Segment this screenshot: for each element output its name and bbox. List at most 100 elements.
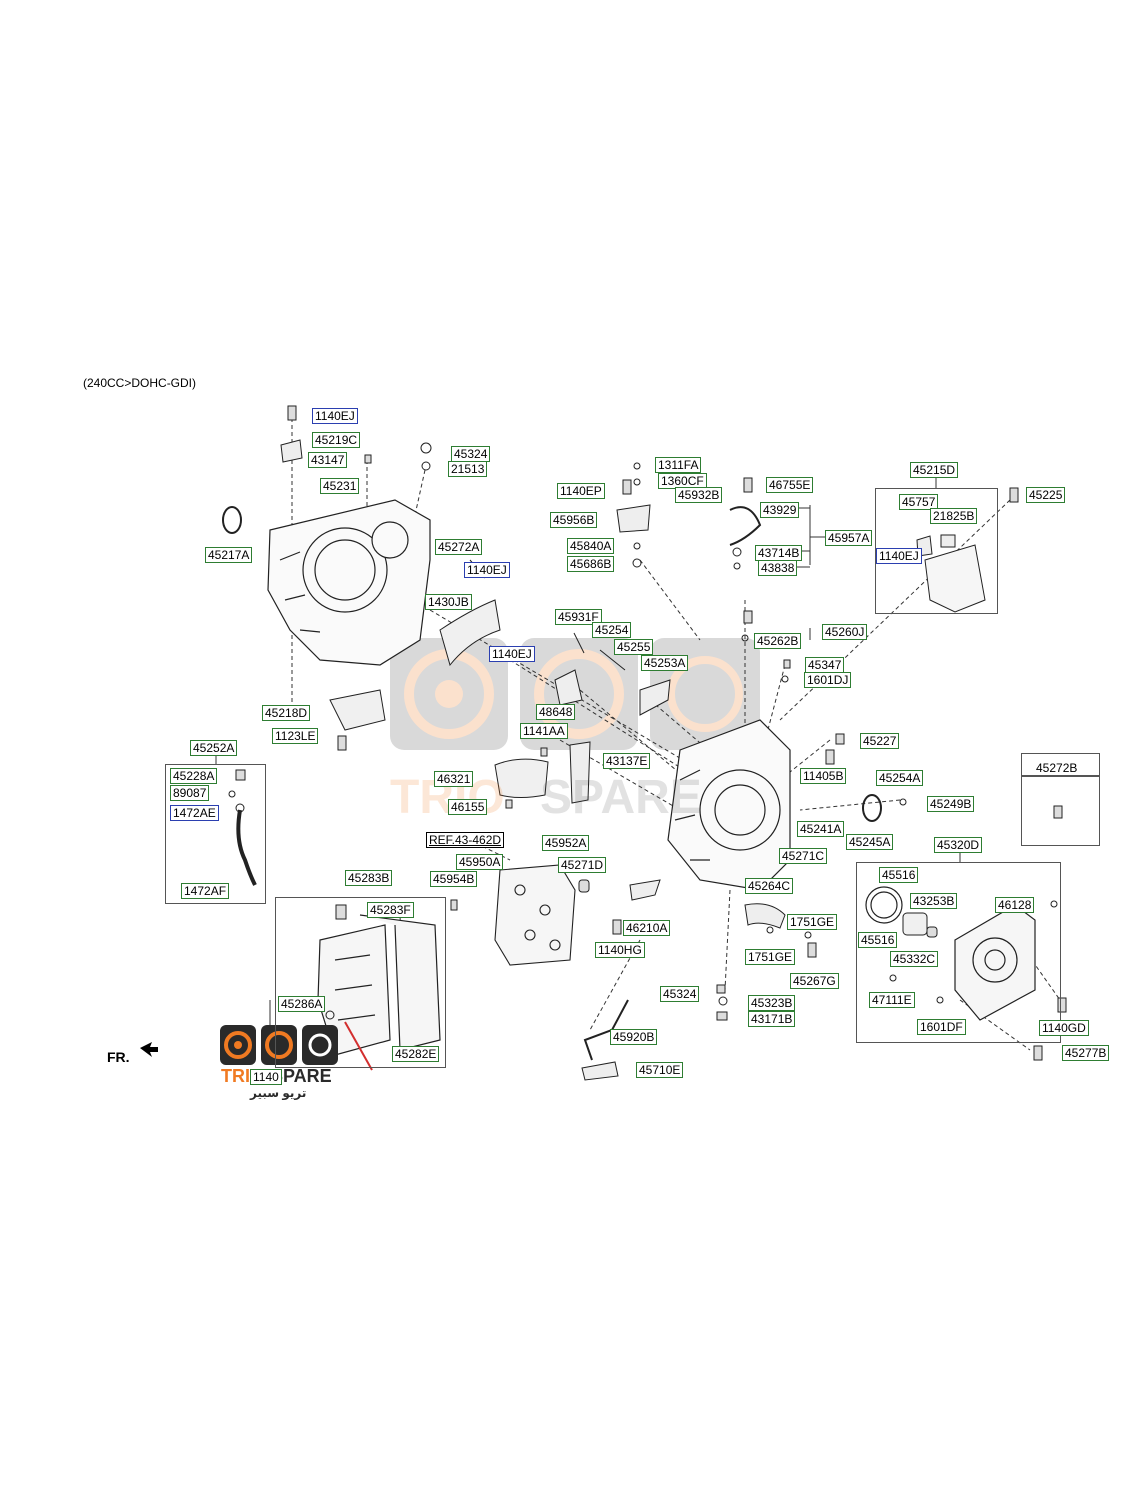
part-label[interactable]: 45320D: [934, 837, 983, 853]
part-label[interactable]: 1360CF: [658, 473, 707, 489]
part-label[interactable]: 43171B: [748, 1011, 796, 1027]
part-label[interactable]: 45332C: [890, 951, 939, 967]
part-label[interactable]: 46155: [448, 799, 488, 815]
part-label[interactable]: 1140EJ: [489, 646, 535, 662]
part-label[interactable]: 45227: [860, 733, 900, 749]
part-label[interactable]: 45260J: [822, 624, 868, 640]
part-label[interactable]: 43147: [308, 452, 348, 468]
part-label[interactable]: 45255: [614, 639, 654, 655]
part-label[interactable]: 45710E: [636, 1062, 684, 1078]
part-label[interactable]: 43929: [760, 502, 800, 518]
part-label[interactable]: 45282E: [392, 1046, 440, 1062]
part-label[interactable]: 43714B: [755, 545, 803, 561]
part-label[interactable]: 46210A: [623, 920, 671, 936]
part-label[interactable]: 1430JB: [425, 594, 472, 610]
washer-icon: [889, 974, 897, 982]
part-label[interactable]: 45950A: [456, 854, 504, 870]
part-label[interactable]: 45286A: [278, 996, 326, 1012]
part-label[interactable]: 45516: [879, 867, 919, 883]
part-label[interactable]: 45283F: [367, 902, 414, 918]
pin-45931F-icon: [573, 632, 585, 654]
part-label[interactable]: 1141AA: [520, 723, 568, 739]
part-label[interactable]: 46128: [995, 897, 1035, 913]
part-label[interactable]: 45932B: [675, 487, 723, 503]
part-label[interactable]: 46755E: [766, 477, 814, 493]
reference-label[interactable]: REF.43-462D: [426, 832, 505, 848]
part-label[interactable]: 1311FA: [655, 457, 702, 473]
part-label[interactable]: 45954B: [430, 871, 478, 887]
part-label[interactable]: 45254A: [876, 770, 924, 786]
part-label[interactable]: 45249B: [927, 796, 975, 812]
part-label[interactable]: 43137E: [603, 753, 651, 769]
part-label-partial[interactable]: 1140: [250, 1069, 282, 1085]
part-label[interactable]: 45245A: [846, 834, 894, 850]
part-label[interactable]: 45262B: [754, 633, 802, 649]
part-label[interactable]: 45324: [451, 446, 491, 462]
part-label[interactable]: 89087: [170, 785, 210, 801]
part-label[interactable]: 45272A: [435, 539, 483, 555]
part-label[interactable]: 1472AF: [181, 883, 230, 899]
part-label[interactable]: 45324: [660, 986, 700, 1002]
part-label[interactable]: 1140GD: [1039, 1020, 1089, 1036]
clip-1472AE-icon: [235, 803, 245, 813]
part-label[interactable]: 1140HG: [595, 942, 645, 958]
bolt-icon: [743, 610, 753, 624]
part-label[interactable]: 45957A: [825, 530, 873, 546]
washer-icon: [633, 542, 641, 550]
bell-housing-45231: [267, 499, 431, 666]
part-label[interactable]: 45952A: [542, 835, 590, 851]
part-label[interactable]: 45956B: [550, 512, 598, 528]
baffle-plate-icon: [439, 599, 501, 667]
part-label[interactable]: 1472AE: [170, 805, 219, 821]
part-label[interactable]: 43253B: [910, 893, 958, 909]
part-label[interactable]: 43838: [758, 560, 798, 576]
part-label[interactable]: 1140EJ: [464, 562, 510, 578]
mount-bracket-icon: [924, 544, 986, 613]
part-label[interactable]: 45253A: [641, 655, 689, 671]
part-label[interactable]: 1140EJ: [312, 408, 358, 424]
part-label[interactable]: 45347: [805, 657, 845, 673]
part-label[interactable]: 45254: [592, 622, 632, 638]
part-label[interactable]: 45231: [320, 478, 360, 494]
part-label[interactable]: 45264C: [745, 878, 794, 894]
o-ring-inner-icon: [870, 891, 898, 919]
part-label[interactable]: 46321: [434, 771, 474, 787]
part-label[interactable]: 45252A: [190, 740, 238, 756]
part-label[interactable]: 45271D: [558, 857, 607, 873]
part-label[interactable]: 47111E: [869, 992, 915, 1008]
part-label[interactable]: 45283B: [345, 870, 393, 886]
red-pointer-line: [344, 1021, 373, 1071]
part-label[interactable]: 45686B: [567, 556, 615, 572]
drain-plug-icon: [335, 904, 347, 920]
part-label[interactable]: 1601DF: [917, 1019, 966, 1035]
washer-icon: [732, 547, 742, 557]
part-label[interactable]: 1140EP: [557, 483, 605, 499]
part-label[interactable]: 45228A: [170, 768, 218, 784]
part-label[interactable]: 45277B: [1062, 1045, 1110, 1061]
part-label[interactable]: 45323B: [748, 995, 796, 1011]
oil-pan-45282E: [317, 914, 441, 1056]
part-label[interactable]: 48648: [536, 704, 576, 720]
bolt-icon: [540, 747, 548, 757]
part-label[interactable]: 45516: [858, 932, 898, 948]
part-label[interactable]: 45215D: [910, 462, 959, 478]
part-label[interactable]: 45931F: [555, 609, 602, 625]
part-label[interactable]: 45225: [1026, 487, 1066, 503]
part-label[interactable]: 1140EJ: [876, 548, 922, 564]
part-label[interactable]: 45218D: [262, 705, 311, 721]
part-label[interactable]: 45267G: [790, 973, 839, 989]
part-label[interactable]: 11405B: [800, 768, 847, 784]
part-label[interactable]: 45241A: [797, 821, 845, 837]
part-label[interactable]: 1123LE: [272, 728, 319, 744]
part-label[interactable]: 45757: [899, 494, 939, 510]
part-label[interactable]: 45920B: [610, 1029, 658, 1045]
part-label[interactable]: 45271C: [779, 848, 828, 864]
part-label[interactable]: 21825B: [930, 508, 978, 524]
part-label[interactable]: 45217A: [205, 547, 253, 563]
part-label[interactable]: 1751GE: [745, 949, 796, 965]
part-label[interactable]: 45840A: [567, 538, 615, 554]
part-label[interactable]: 1601DJ: [804, 672, 852, 688]
part-label[interactable]: 21513: [448, 461, 488, 477]
part-label[interactable]: 1751GE: [787, 914, 838, 930]
part-label[interactable]: 45219C: [312, 432, 361, 448]
